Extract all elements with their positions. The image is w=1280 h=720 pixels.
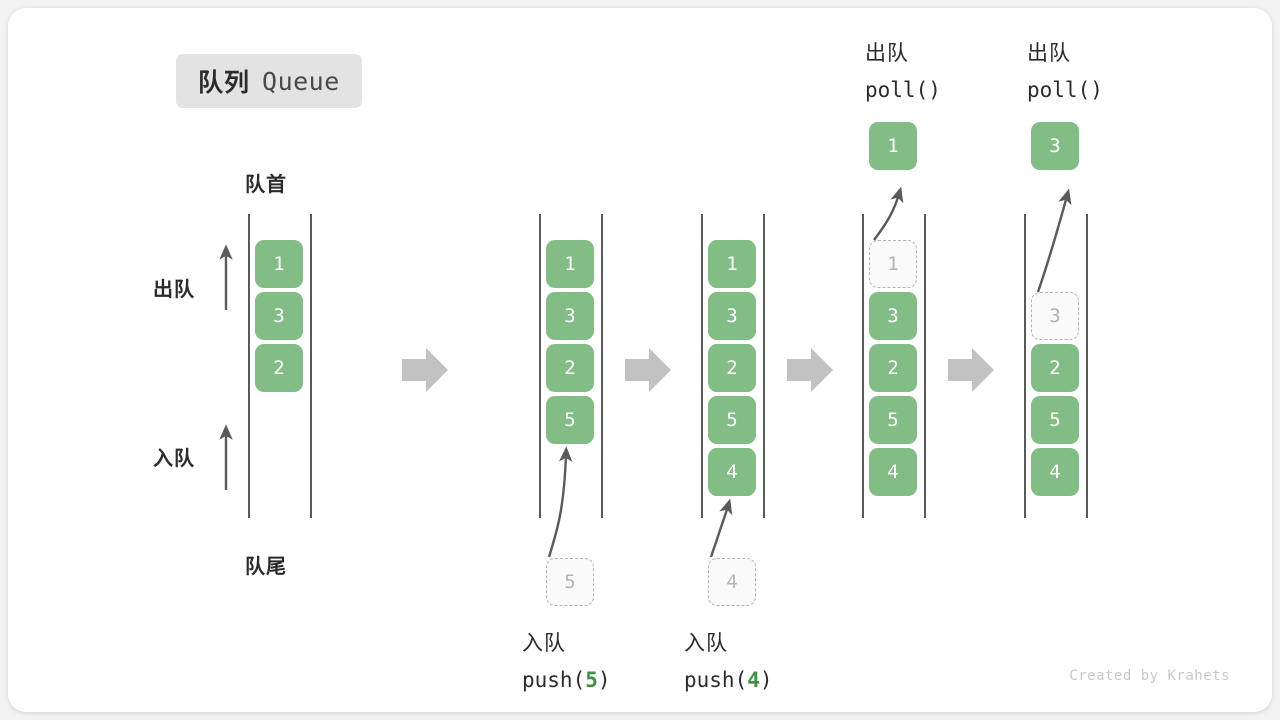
queue-column-after-push-5: 1 3 2 5 5 入队 push(5) — [502, 8, 662, 712]
popped-element: 1 — [869, 122, 917, 170]
operation-caption-push-5: 入队 push(5) — [522, 626, 702, 698]
queue-cell: 4 — [708, 448, 756, 496]
queue-rail-left — [1024, 214, 1026, 518]
queue-cell: 1 — [708, 240, 756, 288]
queue-cell: 2 — [869, 344, 917, 392]
queue-rail-right — [601, 214, 603, 518]
queue-cell: 5 — [546, 396, 594, 444]
queue-rail-left — [248, 214, 250, 518]
queue-rear-label: 队尾 — [245, 556, 287, 578]
queue-cell: 2 — [255, 344, 303, 392]
queue-cell: 3 — [869, 292, 917, 340]
incoming-element-ghost: 5 — [546, 558, 594, 606]
queue-cell: 5 — [869, 396, 917, 444]
operation-caption-push-4: 入队 push(4) — [684, 626, 864, 698]
dequeue-direction-label: 出队 — [153, 279, 195, 301]
queue-rail-right — [924, 214, 926, 518]
queue-column-after-poll-1: 1 3 2 5 4 1 出队 poll() — [825, 8, 985, 712]
operation-caption-code: push(4) — [684, 668, 773, 692]
queue-column-initial: 1 3 2 — [211, 8, 371, 712]
title-chinese: 队列 — [198, 69, 251, 97]
queue-front-label: 队首 — [245, 174, 287, 196]
diagram-card: 队列 Queue 队首 队尾 出队 入队 1 3 2 1 3 2 5 5 入队 — [8, 8, 1272, 712]
queue-rail-left — [539, 214, 541, 518]
operation-caption-poll-3: 出队 poll() — [1027, 36, 1207, 108]
queue-cell: 4 — [869, 448, 917, 496]
queue-rail-left — [862, 214, 864, 518]
step-arrow-1 — [402, 348, 448, 392]
queue-cell: 2 — [546, 344, 594, 392]
operation-caption-chinese: 出队 — [1027, 42, 1071, 65]
queue-cell: 3 — [546, 292, 594, 340]
title-badge: 队列 Queue — [176, 54, 362, 108]
title-english: Queue — [262, 66, 340, 96]
queue-rail-right — [763, 214, 765, 518]
queue-cell: 2 — [708, 344, 756, 392]
queue-cell-removed: 3 — [1031, 292, 1079, 340]
queue-cell: 5 — [708, 396, 756, 444]
enqueue-direction-label: 入队 — [153, 448, 195, 470]
queue-column-after-push-4: 1 3 2 5 4 4 入队 push(4) — [664, 8, 824, 712]
operation-caption-code: poll() — [865, 78, 941, 102]
queue-rail-right — [310, 214, 312, 518]
queue-cell: 3 — [708, 292, 756, 340]
watermark-credit: Created by Krahets — [1069, 668, 1230, 684]
incoming-element-ghost: 4 — [708, 558, 756, 606]
queue-cell: 3 — [255, 292, 303, 340]
queue-column-after-poll-3: 3 2 5 4 3 出队 poll() — [987, 8, 1147, 712]
queue-rail-left — [701, 214, 703, 518]
operation-caption-code: poll() — [1027, 78, 1103, 102]
queue-cell: 5 — [1031, 396, 1079, 444]
queue-cell: 4 — [1031, 448, 1079, 496]
operation-caption-chinese: 入队 — [684, 632, 728, 655]
operation-caption-poll-1: 出队 poll() — [865, 36, 1045, 108]
queue-cell-removed: 1 — [869, 240, 917, 288]
queue-cell: 1 — [255, 240, 303, 288]
popped-element: 3 — [1031, 122, 1079, 170]
operation-caption-chinese: 入队 — [522, 632, 566, 655]
operation-caption-code: push(5) — [522, 668, 611, 692]
operation-caption-chinese: 出队 — [865, 42, 909, 65]
queue-cell: 2 — [1031, 344, 1079, 392]
queue-cell: 1 — [546, 240, 594, 288]
queue-rail-right — [1086, 214, 1088, 518]
